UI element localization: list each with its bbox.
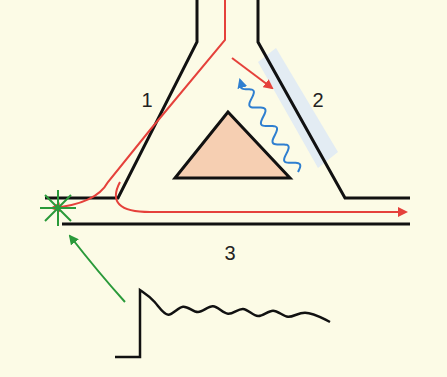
red-signal-arrow — [232, 58, 272, 88]
blue-wave-arrow — [240, 80, 300, 172]
red-signal-path — [116, 182, 406, 212]
spike-waveform — [115, 290, 330, 357]
callout-number: 2 — [312, 90, 323, 110]
red-signal-path — [52, 0, 225, 208]
bottom-axon-wall — [62, 223, 410, 226]
green-arrow — [70, 236, 125, 302]
stimulus-asterisk — [40, 190, 76, 226]
left-axon-wall — [45, 0, 197, 198]
callout-number: 1 — [141, 90, 152, 110]
branch-triangle — [175, 112, 290, 178]
callout-number: 3 — [224, 243, 235, 263]
